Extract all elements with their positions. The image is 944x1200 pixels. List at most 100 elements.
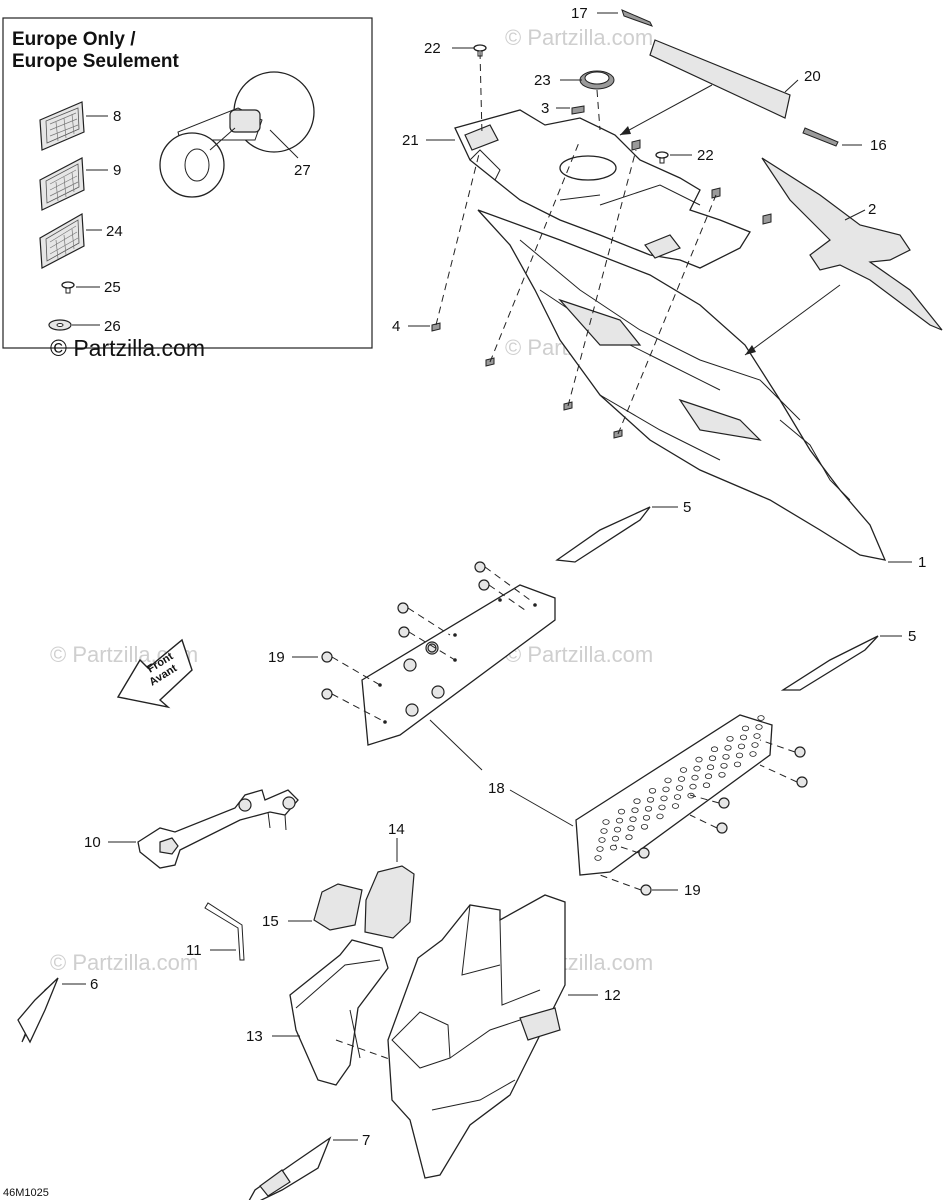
callout-16: 16: [870, 137, 887, 154]
running-board-stud: [720, 762, 728, 769]
callout-17: 17: [571, 5, 588, 22]
bumper-14: [364, 865, 415, 939]
horn-27: [159, 71, 315, 198]
callout-15: 15: [262, 913, 279, 930]
decal-17: [621, 9, 654, 27]
running-board-stud: [722, 753, 730, 760]
running-board-stud: [706, 764, 715, 770]
fasteners-19-left: [321, 561, 490, 700]
decal-5-lower: [780, 635, 879, 691]
callout-4: 4: [392, 318, 400, 335]
running-board-stud: [644, 805, 653, 812]
running-board-stud: [737, 743, 746, 750]
running-board-stud: [646, 796, 655, 803]
running-board-stud: [633, 798, 641, 804]
running-board-stud: [702, 782, 711, 788]
europe-inset: Europe Only / Europe Seulement: [2, 17, 373, 361]
callout-8: 8: [113, 108, 121, 125]
running-board-stud: [689, 783, 697, 790]
tool-10: [137, 789, 299, 869]
callout-5-upper: 5: [683, 499, 691, 516]
callout-18: 18: [488, 780, 505, 797]
running-board-stud: [718, 771, 726, 778]
running-board-stud: [751, 742, 759, 748]
reflector-9: [39, 157, 85, 211]
callout-10: 10: [84, 834, 101, 851]
callout-27: 27: [294, 162, 311, 179]
running-board-stud: [741, 725, 750, 732]
running-board-stud: [691, 774, 699, 781]
inset-title-line1: Europe Only /: [12, 29, 136, 50]
callout-23: 23: [534, 72, 551, 89]
running-board-stud: [708, 755, 717, 761]
panel-13: [289, 939, 389, 1086]
running-board-stud: [675, 785, 684, 791]
hex-key-11: [204, 902, 245, 961]
running-board-stud: [613, 826, 622, 833]
decal-20: [649, 39, 791, 119]
decal-6-outline: [17, 977, 59, 1044]
running-board-stud: [695, 756, 703, 763]
running-board-stud: [631, 807, 639, 813]
reflector-24: [39, 213, 85, 269]
callout-26: 26: [104, 318, 121, 335]
running-board-stud: [640, 823, 649, 830]
running-board-stud: [596, 846, 604, 852]
running-board-stud: [749, 751, 757, 757]
running-board-stud: [617, 808, 626, 815]
callout-14: 14: [388, 821, 405, 838]
running-board-stud: [594, 855, 602, 861]
running-board-stud: [598, 837, 606, 843]
top-parts: 17 20 16 22 23 3 21 22 2 4 1: [392, 5, 943, 571]
running-board-stud: [757, 715, 765, 721]
callout-11: 11: [186, 942, 202, 959]
inset-title-line2: Europe Seulement: [12, 51, 179, 72]
callout-6: 6: [90, 976, 98, 993]
running-board-stud: [755, 724, 763, 730]
top-cover-21: [454, 109, 751, 269]
running-board-right-18: [575, 714, 773, 876]
screw-25: [61, 281, 75, 294]
side-panel-1: [477, 209, 887, 561]
callout-3: 3: [541, 100, 549, 117]
callout-24: 24: [106, 223, 123, 240]
running-board-stud: [615, 817, 624, 824]
running-board-stud: [704, 773, 713, 779]
callout-9: 9: [113, 162, 121, 179]
running-board-stud: [625, 834, 633, 840]
decal-5-upper: [555, 506, 651, 563]
watermark-5: © Partzilla.com: [505, 642, 653, 667]
bottom-parts: 14 15 11 13 12: [3, 821, 621, 1200]
callout-1: 1: [918, 554, 926, 571]
callout-13: 13: [246, 1028, 263, 1045]
running-board-stud: [726, 735, 734, 742]
running-board-stud: [662, 786, 670, 793]
callout-20: 20: [804, 68, 821, 85]
washer-26: [48, 319, 72, 331]
middle-parts: 5 5 Front Avant: [84, 499, 916, 899]
running-board-stud: [710, 746, 719, 752]
running-board-stud: [602, 819, 610, 825]
pad-15: [313, 883, 363, 931]
running-board-stud: [735, 752, 744, 759]
callout-19-right: 19: [684, 882, 701, 899]
running-board-stud: [660, 795, 668, 802]
decal-2: [761, 157, 943, 331]
running-board-stud: [658, 804, 666, 811]
running-board-stud: [609, 844, 618, 851]
running-board-stud: [679, 767, 688, 773]
inset-watermark: © Partzilla.com: [50, 335, 205, 361]
callout-22-right: 22: [697, 147, 714, 164]
callout-7: 7: [362, 1132, 370, 1149]
watermark-2: © Partzilla.com: [505, 25, 653, 50]
running-board-stud: [648, 787, 657, 794]
fuel-cap-23: [579, 70, 615, 90]
running-board-stud: [673, 794, 682, 800]
running-board-stud: [629, 816, 637, 822]
callout-19-left: 19: [268, 649, 285, 666]
running-board-stud: [724, 744, 732, 751]
running-board-stud: [656, 813, 664, 820]
callout-2: 2: [868, 201, 876, 218]
callout-21: 21: [402, 132, 419, 149]
